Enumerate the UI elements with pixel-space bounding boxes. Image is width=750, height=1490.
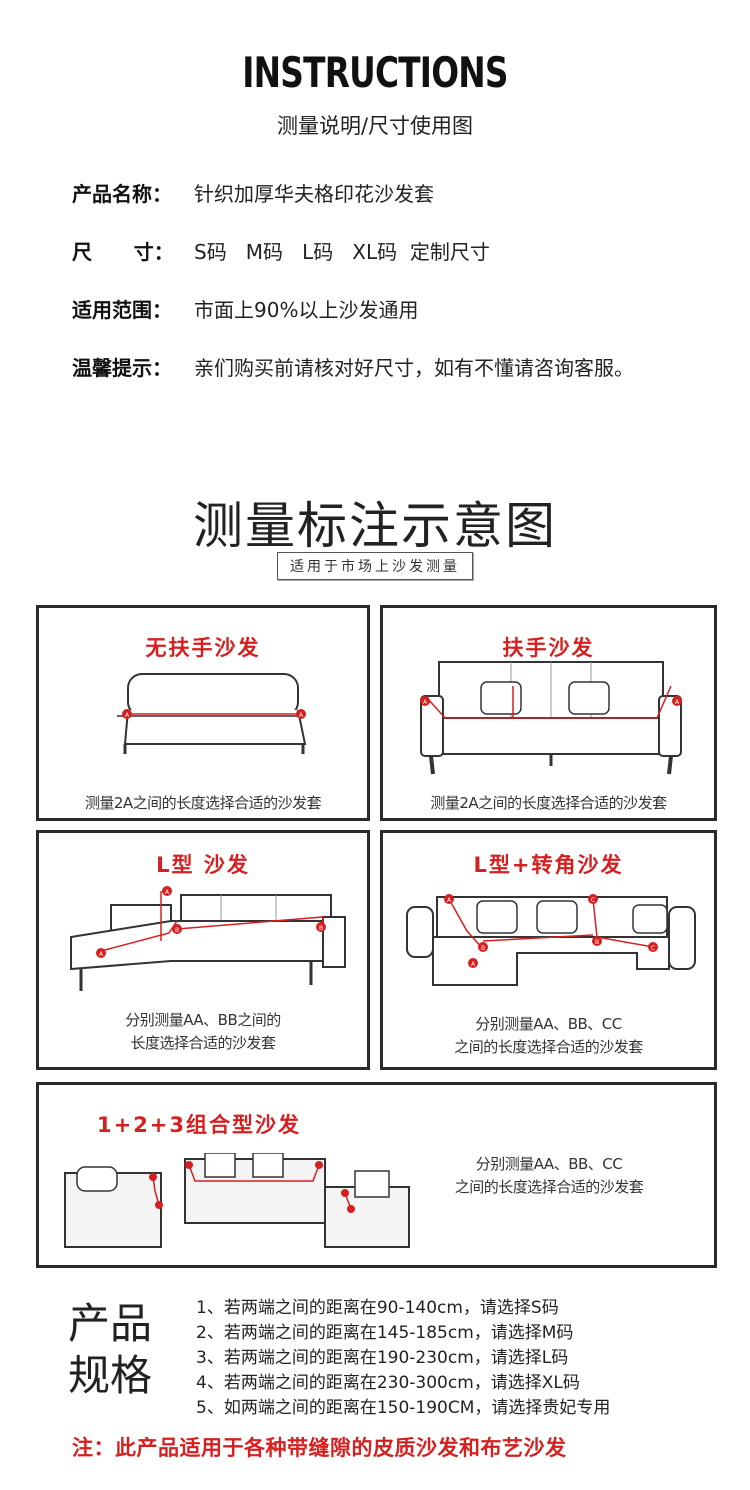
marker-b: B xyxy=(595,939,599,946)
caption-line: 长度选择合适的沙发套 xyxy=(130,1034,276,1052)
info-value: S码 M码 L码 XL码 定制尺寸 xyxy=(194,240,490,264)
spec-item: 4、若两端之间的距离在230-300cm，请选择XL码 xyxy=(196,1373,580,1393)
info-row-name: 产品名称： 针织加厚华夫格印花沙发套 xyxy=(72,178,742,236)
note-text: 注：此产品适用于各种带缝隙的皮质沙发和布艺沙发 xyxy=(72,1436,567,1460)
spec-label: 产品 规格 xyxy=(68,1298,152,1402)
l-shaped-sofa-illustration: A A B B xyxy=(70,886,346,991)
info-key: 温馨提示： xyxy=(72,356,172,380)
marker-a: A xyxy=(165,889,170,896)
armless-sofa-illustration: A A xyxy=(117,673,307,754)
caption-line: 分别测量AA、BB、CC xyxy=(475,1155,623,1173)
info-value: 亲们购买前请核对好尺寸，如有不懂请咨询客服。 xyxy=(194,356,634,380)
panel-caption: 分别测量AA、BB、CC 之间的长度选择合适的沙发套 xyxy=(383,1013,714,1059)
panel-caption: 分别测量AA、BB、CC 之间的长度选择合适的沙发套 xyxy=(399,1153,699,1199)
info-row-tip: 温馨提示： 亲们购买前请核对好尺寸，如有不懂请咨询客服。 xyxy=(72,352,742,410)
diagram-subtitle: 适用于市场上沙发测量 xyxy=(277,552,473,580)
info-key: 尺 寸： xyxy=(72,240,174,264)
panel-title: 扶手沙发 xyxy=(502,636,595,660)
panel-l-shaped-sofa: L型 沙发 A A B B 分别测量AA、BB之间的 长度选择合适的沙发套 xyxy=(36,830,370,1070)
info-row-range: 适用范围： 市面上90%以上沙发通用 xyxy=(72,294,742,352)
caption-line: 分别测量AA、BB、CC xyxy=(475,1015,622,1033)
spec-item: 1、若两端之间的距离在90-140cm，请选择S码 xyxy=(196,1298,559,1318)
marker-b: B xyxy=(319,925,323,932)
page-subtitle: 测量说明/尺寸使用图 xyxy=(276,114,474,138)
panel-combination-sofa: 1+2+3组合型沙发 分别测量AA、BB、CC 之间的长度选择合适的沙发套 xyxy=(36,1082,717,1268)
caption-line: 之间的长度选择合适的沙发套 xyxy=(454,1178,644,1196)
panel-caption: 测量2A之间的长度选择合适的沙发套 xyxy=(84,794,322,812)
caption-line: 分别测量AA、BB之间的 xyxy=(125,1011,281,1029)
marker-a: A xyxy=(675,699,680,706)
armrest-sofa-illustration: A A xyxy=(420,661,682,775)
info-key: 适用范围： xyxy=(72,298,172,322)
panel-armless-sofa: 无扶手沙发 A A 测量2A之间的长度选择合适的沙发套 xyxy=(36,605,370,821)
spec-item: 3、若两端之间的距离在190-230cm，请选择L码 xyxy=(196,1348,569,1368)
marker-a: A xyxy=(299,712,304,719)
panel-caption: 分别测量AA、BB之间的 长度选择合适的沙发套 xyxy=(39,1009,367,1055)
marker-b: B xyxy=(175,927,179,934)
marker-a: A xyxy=(447,897,452,904)
info-value: 市面上90%以上沙发通用 xyxy=(194,298,419,322)
spec-list: 1、若两端之间的距离在90-140cm，请选择S码 2、若两端之间的距离在145… xyxy=(196,1296,610,1421)
panel-title: 1+2+3组合型沙发 xyxy=(96,1113,302,1137)
page-title: INSTRUCTIONS xyxy=(242,48,508,97)
panel-caption: 测量2A之间的长度选择合适的沙发套 xyxy=(430,794,667,812)
info-row-size: 尺 寸： S码 M码 L码 XL码 定制尺寸 xyxy=(72,236,742,294)
diagram-title: 测量标注示意图 xyxy=(193,497,557,555)
spec-label-line: 产品 xyxy=(68,1299,153,1348)
marker-a: A xyxy=(423,699,428,706)
panel-armrest-sofa: 扶手沙发 A A 测量2A之间的长度选择合适的沙发套 xyxy=(380,605,717,821)
spec-item: 2、若两端之间的距离在145-185cm，请选择M码 xyxy=(196,1323,574,1343)
spec-item: 5、如两端之间的距离在150-190CM，请选择贵妃专用 xyxy=(196,1398,611,1418)
combination-sofa-illustration xyxy=(64,1153,410,1248)
caption-line: 之间的长度选择合适的沙发套 xyxy=(454,1038,643,1056)
marker-a: A xyxy=(471,961,476,968)
panel-title: 无扶手沙发 xyxy=(145,636,261,660)
info-value: 针织加厚华夫格印花沙发套 xyxy=(194,182,434,206)
spec-label-line: 规格 xyxy=(68,1351,153,1400)
marker-a: A xyxy=(99,951,104,958)
marker-c: C xyxy=(651,945,655,952)
marker-a: A xyxy=(125,712,130,719)
info-key: 产品名称： xyxy=(72,182,172,206)
product-info: 产品名称： 针织加厚华夫格印花沙发套 尺 寸： S码 M码 L码 XL码 定制尺… xyxy=(72,178,742,410)
panel-title: L型 沙发 xyxy=(156,853,250,877)
marker-c: C xyxy=(591,897,595,904)
panel-l-corner-sofa: L型+转角沙发 A B A C B C 分别测量AA、BB、CC 之间的长度选择… xyxy=(380,830,717,1070)
l-corner-sofa-illustration: A B A C B C xyxy=(406,894,696,986)
marker-b: B xyxy=(481,945,485,952)
panel-title: L型+转角沙发 xyxy=(473,853,624,877)
